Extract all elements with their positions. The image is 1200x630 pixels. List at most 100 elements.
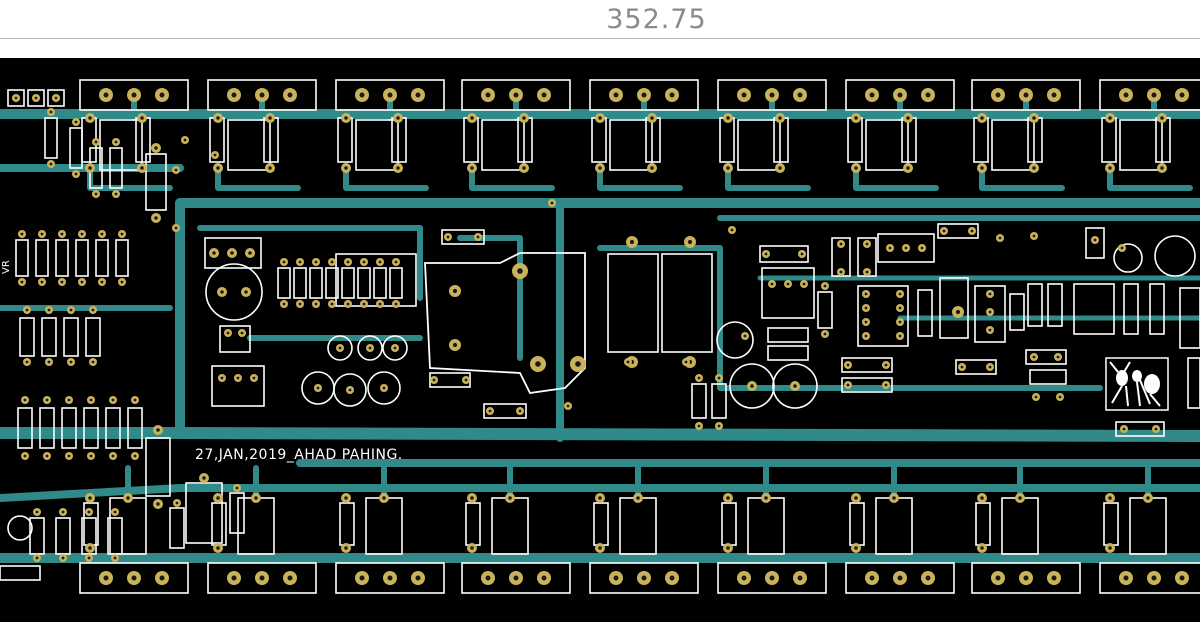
silk-outline [79,562,189,594]
drill-hole [995,575,1001,581]
drill-hole [133,398,137,402]
drill-hole [485,92,491,98]
drill-hole [1058,395,1062,399]
drill-hole [778,116,782,120]
drill-hole [103,575,109,581]
copper-track [597,245,1103,391]
drill-hole [259,575,265,581]
drill-hole [114,192,118,196]
drill-hole [980,116,984,120]
drill-hole [314,302,318,306]
drill-hole [906,116,910,120]
drill-hole [396,166,400,170]
silk-outline [773,117,789,163]
silk-outline [1129,497,1167,555]
drill-hole [175,501,179,505]
pcb-board[interactable]: 27,JAN,2019_AHAD PAHING. VR [0,58,1200,622]
silk-outline [75,239,89,277]
drill-hole [884,383,888,387]
drill-hole [823,284,827,288]
drill-hole [268,116,272,120]
drill-hole [330,302,334,306]
drill-hole [80,280,84,284]
drill-hole [213,153,217,157]
drill-hole [898,320,902,324]
drill-hole [1023,575,1029,581]
drill-hole [864,306,868,310]
drill-hole [470,116,474,120]
drill-hole [1032,166,1036,170]
drill-hole [120,280,124,284]
drill-hole [920,246,924,250]
drill-hole [202,476,206,480]
silk-outline [373,267,387,299]
drill-hole [854,166,858,170]
drill-hole [61,556,65,560]
drill-hole [980,546,984,550]
drill-hole [626,360,630,364]
drill-hole [316,386,320,390]
drill-hole [74,172,78,176]
drill-hole [1093,238,1097,242]
drill-hole [518,409,522,413]
drill-hole [159,92,165,98]
drill-hole [769,575,775,581]
drill-hole [25,308,29,312]
silkscreen-vr-label: VR [1,260,12,274]
drill-hole [726,166,730,170]
drill-hole [133,454,137,458]
silk-outline [109,147,123,189]
silk-outline [971,562,1081,594]
drill-hole [131,92,137,98]
drill-hole [452,288,458,294]
drill-hole [517,268,523,274]
silk-outline [211,365,265,407]
drill-hole [103,92,109,98]
drill-hole [797,92,803,98]
drill-hole [120,232,124,236]
drill-hole [69,360,73,364]
drill-hole [636,496,640,500]
drill-hole [344,166,348,170]
drill-hole [140,116,144,120]
silk-outline [105,407,121,449]
drill-hole [1032,355,1036,359]
drill-hole [91,360,95,364]
drill-hole [669,92,675,98]
drill-hole [40,232,44,236]
drill-hole [387,92,393,98]
drill-hole [650,166,654,170]
drill-hole [598,496,602,500]
drill-hole [980,166,984,170]
silk-outline [481,119,525,171]
silk-outline [79,79,189,111]
drill-hole [535,361,541,367]
drill-hole [100,280,104,284]
drill-hole [955,309,961,315]
silk-outline [335,253,417,307]
drill-hole [1122,427,1126,431]
drill-hole [89,454,93,458]
silk-outline [85,317,101,357]
silk-outline [0,565,41,581]
silk-outline [1027,117,1043,163]
drill-hole [61,510,65,514]
drill-hole [1120,246,1124,250]
silk-outline [767,345,809,361]
silk-outline [357,335,383,361]
drill-hole [114,140,118,144]
drill-hole [778,166,782,170]
silk-outline [229,492,245,534]
drill-hole [382,386,386,390]
pad-layer [12,88,1189,585]
drill-hole [823,332,827,336]
drill-hole [892,496,896,500]
drill-hole [864,320,868,324]
drill-hole [846,363,850,367]
ant-logo-icon [1105,357,1169,411]
drill-hole [47,360,51,364]
drill-hole [730,228,734,232]
drill-hole [415,92,421,98]
silk-outline [207,562,317,594]
drill-hole [35,510,39,514]
